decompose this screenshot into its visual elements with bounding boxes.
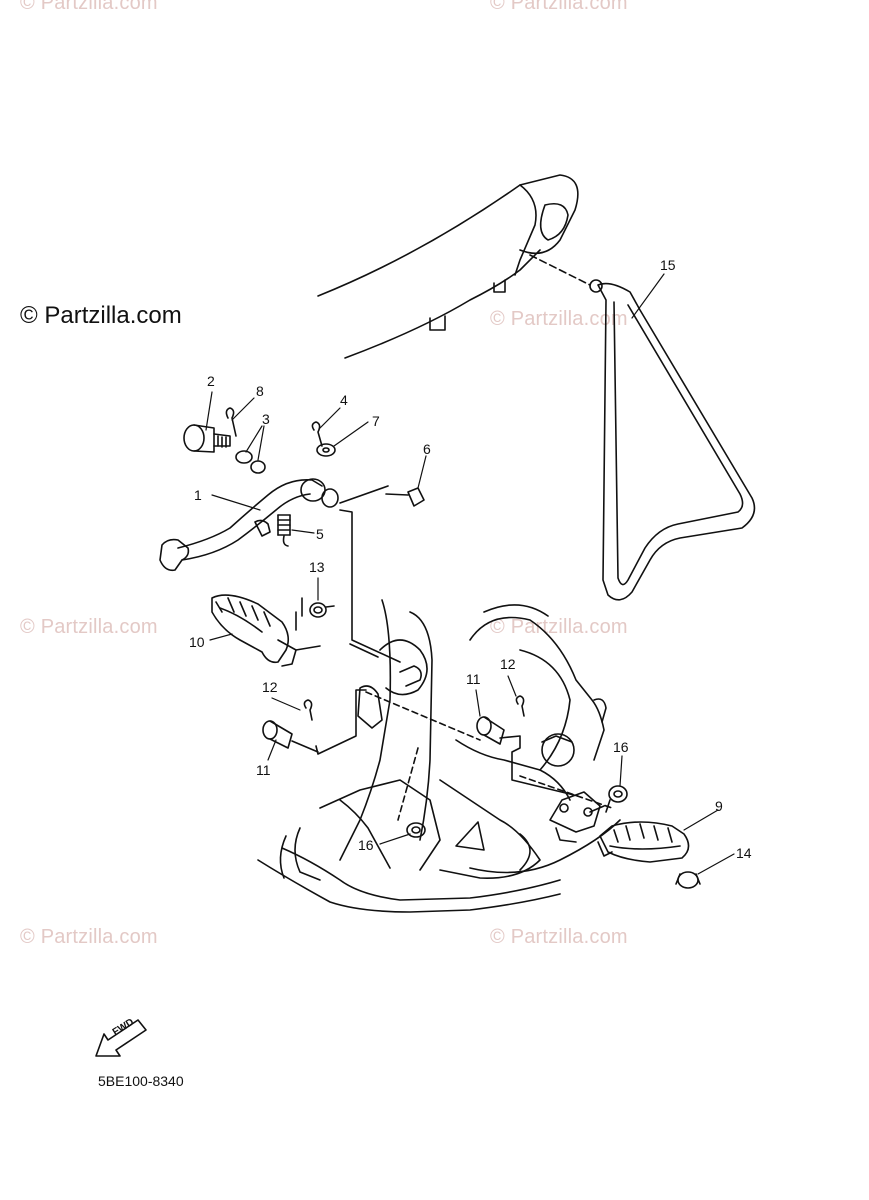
part-10-footpeg bbox=[211, 594, 321, 667]
callout-5: 5 bbox=[316, 526, 324, 542]
callout-3: 3 bbox=[262, 411, 270, 427]
callout-4: 4 bbox=[340, 392, 348, 408]
part-12-pin-left bbox=[303, 699, 313, 721]
callout-9: 9 bbox=[715, 798, 723, 814]
part-14-spring bbox=[295, 597, 335, 631]
part-9-footpeg bbox=[597, 821, 690, 863]
frame-rail bbox=[317, 174, 579, 359]
callout-11: 11 bbox=[466, 671, 481, 687]
callout-12: 12 bbox=[262, 679, 278, 695]
footpeg-bracket-right bbox=[549, 791, 601, 843]
callout-13: 14 bbox=[736, 845, 752, 861]
watermark-faint: © Partzilla.com bbox=[20, 0, 158, 14]
diagram-code: 5BE100-8340 bbox=[98, 1073, 184, 1089]
callout-1: 1 bbox=[194, 487, 202, 503]
part-5-spring bbox=[277, 514, 291, 547]
part-3-orings bbox=[235, 450, 266, 474]
part-7-washer bbox=[316, 443, 336, 457]
part-8-cotter-pin bbox=[225, 407, 237, 437]
part-16-collar-right bbox=[608, 785, 628, 803]
callout-2: 2 bbox=[207, 373, 215, 389]
construction-lines bbox=[315, 643, 613, 821]
callout-15: 15 bbox=[660, 257, 676, 273]
watermark-faint: © Partzilla.com bbox=[20, 926, 158, 948]
callout-8: 8 bbox=[256, 383, 264, 399]
fwd-arrow-icon bbox=[95, 1019, 147, 1057]
part-15-stand bbox=[529, 254, 756, 601]
part-4-pin bbox=[311, 421, 323, 447]
watermark-main: © Partzilla.com bbox=[20, 302, 182, 329]
part-2-pivot-bolt bbox=[183, 424, 231, 453]
part-13-clip bbox=[675, 871, 701, 889]
callout-10: 10 bbox=[189, 634, 205, 650]
part-16-collar-lower bbox=[406, 822, 426, 838]
callout-12: 12 bbox=[500, 656, 516, 672]
callout-11: 11 bbox=[256, 762, 271, 778]
part-1-brake-pedal bbox=[159, 478, 339, 572]
part-11-bolt-right bbox=[476, 716, 505, 745]
watermark-faint: © Partzilla.com bbox=[490, 616, 628, 638]
callout-6: 6 bbox=[423, 441, 431, 457]
callout-7: 7 bbox=[372, 413, 380, 429]
watermark-faint: © Partzilla.com bbox=[490, 308, 628, 330]
part-11-bolt-left bbox=[262, 720, 319, 753]
callout-16: 16 bbox=[613, 739, 629, 755]
part-12-pin-right bbox=[515, 695, 525, 717]
leader-lines bbox=[205, 273, 735, 875]
watermark-faint: © Partzilla.com bbox=[490, 926, 628, 948]
frame-lower bbox=[257, 599, 621, 913]
part-6-clevis-pin bbox=[385, 487, 425, 507]
watermark-faint: © Partzilla.com bbox=[490, 0, 628, 14]
brake-rod-lines bbox=[339, 485, 401, 663]
callout-16: 16 bbox=[358, 837, 374, 853]
watermark-faint: © Partzilla.com bbox=[20, 616, 158, 638]
callout-14: 13 bbox=[309, 559, 325, 575]
